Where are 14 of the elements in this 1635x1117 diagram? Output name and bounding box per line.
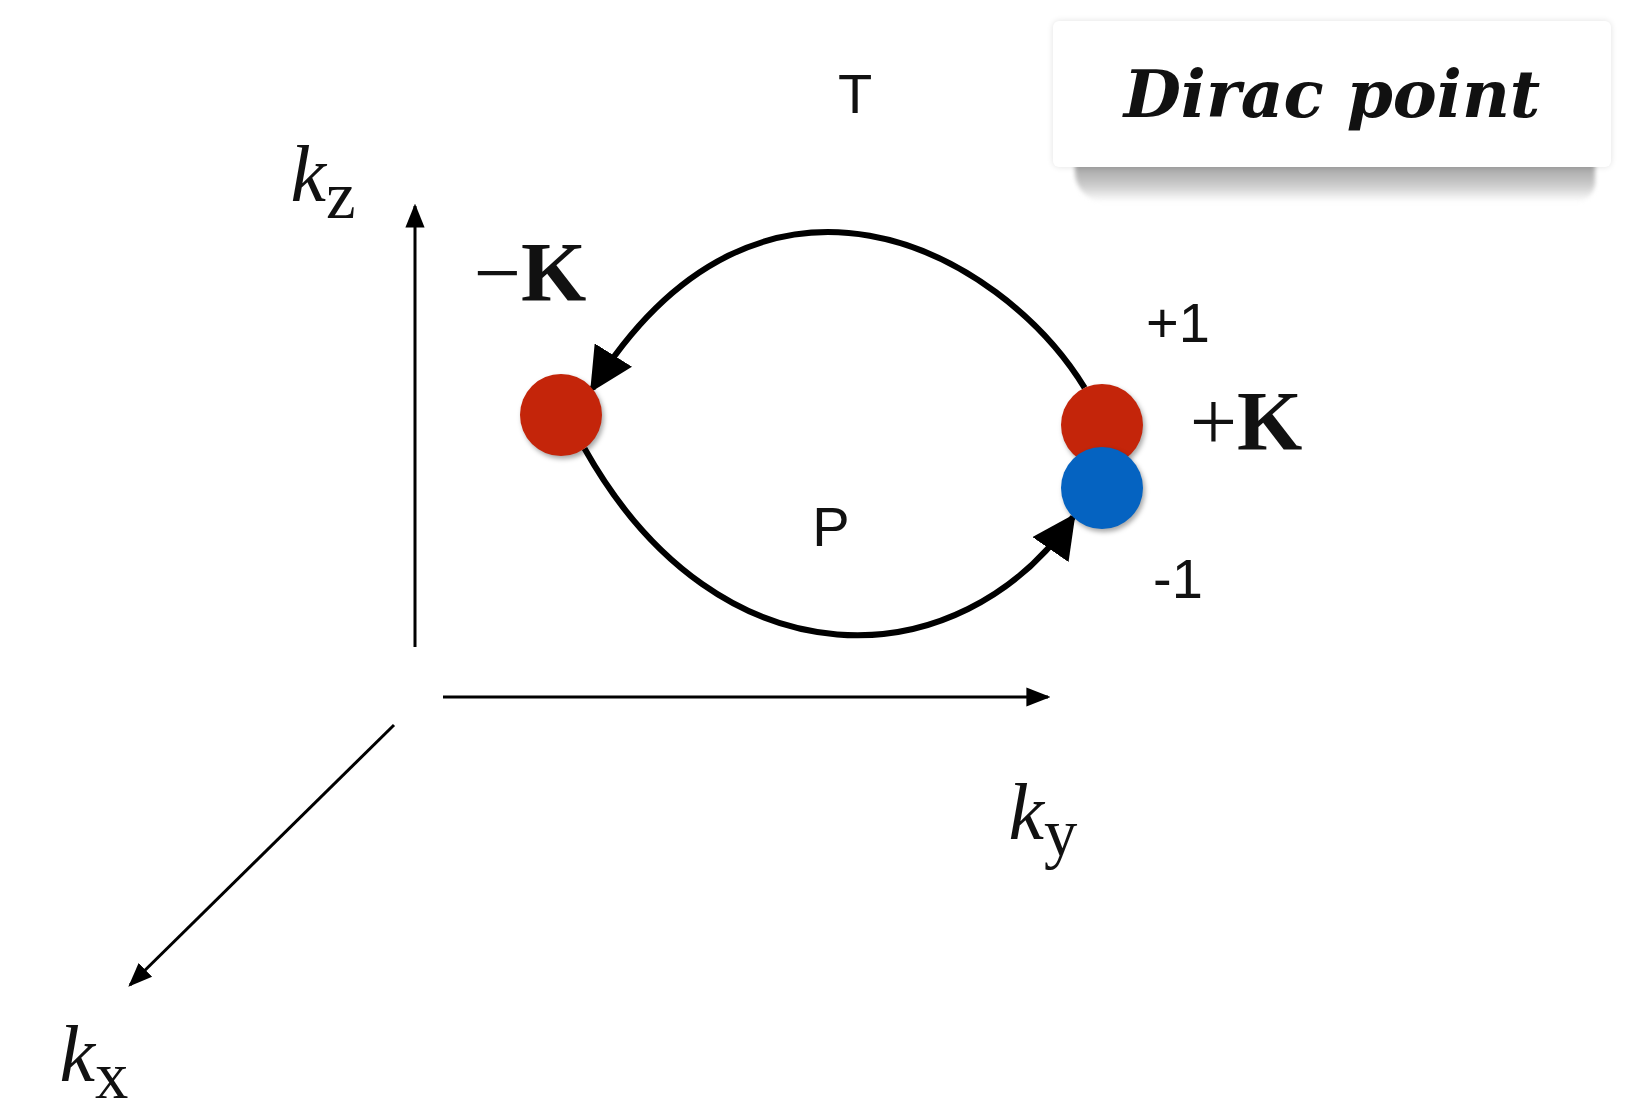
curved-arrow <box>589 229 1088 393</box>
axis-label: +K <box>1189 380 1303 464</box>
axis-label: k$_{y}$ <box>1008 772 1078 868</box>
edge-label: P <box>812 499 850 555</box>
curved-arrow <box>582 446 1076 638</box>
axis-label: k$_{z}$ <box>290 134 356 230</box>
edge-label: T <box>837 66 873 122</box>
axis-label: k$_{x}$ <box>59 1014 129 1110</box>
point-label: -1 <box>1153 551 1203 607</box>
dot <box>1061 447 1143 529</box>
title: Dirac point <box>1123 55 1541 133</box>
point-label: −K <box>473 231 587 315</box>
point-label: +1 <box>1146 295 1210 351</box>
dot <box>520 374 602 456</box>
